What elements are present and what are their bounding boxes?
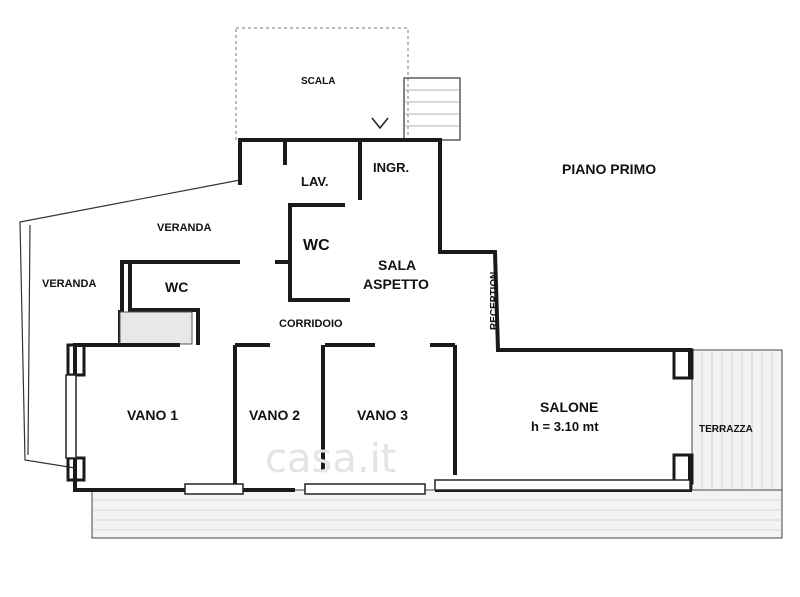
label-sala: SALA [378, 257, 416, 273]
label-wc-left: WC [165, 279, 188, 295]
stair-block [235, 27, 461, 141]
windows [65, 374, 691, 495]
label-vano1: VANO 1 [127, 407, 178, 423]
label-aspetto: ASPETTO [363, 276, 429, 292]
label-corridoio: CORRIDOIO [279, 318, 343, 330]
label-reception: RECEPTION [489, 272, 500, 330]
label-vano3: VANO 3 [357, 407, 408, 423]
terrace-area [691, 349, 783, 491]
label-salone-height: h = 3.10 mt [531, 419, 599, 434]
label-terrazza: TERRAZZA [699, 424, 753, 435]
watermark: casa.it [265, 436, 396, 482]
label-salone: SALONE [540, 399, 598, 415]
label-wc-center: WC [303, 237, 330, 254]
veranda-outline [19, 179, 241, 469]
label-lav: LAV. [301, 174, 328, 189]
label-floor-title: PIANO PRIMO [562, 161, 656, 177]
label-ingr: INGR. [373, 160, 409, 175]
label-veranda-left: VERANDA [42, 278, 96, 290]
balcony-strip [91, 489, 783, 539]
label-vano2: VANO 2 [249, 407, 300, 423]
label-veranda-top: VERANDA [157, 222, 211, 234]
label-scala: SCALA [301, 76, 335, 87]
